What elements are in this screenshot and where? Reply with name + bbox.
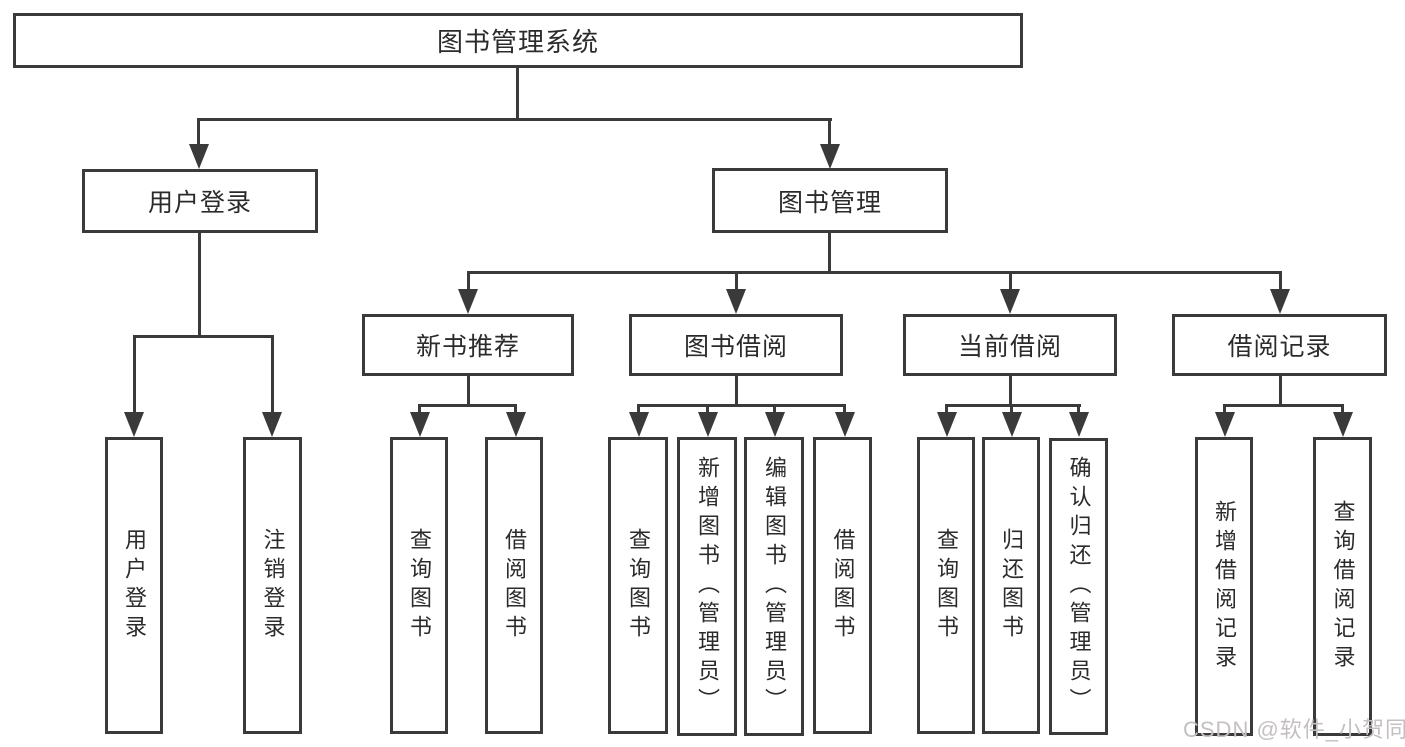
leaf-edit-books-admin: 编辑图书（管理员） (744, 437, 804, 736)
arrowhead-leaf-logout (262, 412, 282, 437)
node-borrowing-records: 借阅记录 (1172, 314, 1387, 376)
connector-level2-hline (467, 271, 1282, 274)
arrowhead-book-mgmt (820, 144, 840, 169)
connector-drop-confirm-return (1077, 404, 1080, 414)
connector-drop-borrow1 (514, 404, 517, 414)
leaf-borrow-books: 借阅图书 (813, 437, 872, 734)
connector-drop-new-book (467, 271, 470, 291)
connector-drop-current (1009, 271, 1012, 291)
arrowhead-edit-books (765, 412, 785, 437)
arrowhead-records (1270, 289, 1290, 314)
connector-borrow-stem (735, 376, 738, 406)
arrowhead-borrow (726, 289, 746, 314)
arrowhead-new-book (458, 289, 478, 314)
arrowhead-query2 (629, 412, 649, 437)
watermark: CSDN @软件_小贺同学 (1183, 717, 1405, 742)
arrowhead-user-login (189, 144, 209, 169)
connector-borrow-hline (637, 404, 846, 407)
connector-current-hline (945, 404, 1081, 407)
node-user-login: 用户登录 (82, 169, 318, 233)
node-current-borrowing: 当前借阅 (903, 314, 1117, 376)
connector-drop-query3 (945, 404, 948, 414)
connector-level1-hline (197, 118, 832, 121)
connector-drop-book-mgmt (828, 118, 831, 146)
connector-drop-query-record (1341, 404, 1344, 414)
node-book-management-system: 图书管理系统 (13, 13, 1023, 68)
leaf-query-books-recommend: 查询图书 (390, 437, 448, 734)
leaf-add-books-admin: 新增图书（管理员） (677, 437, 737, 736)
connector-book-mgmt-stem (828, 233, 831, 273)
arrowhead-add-record (1215, 412, 1235, 437)
connector-drop-borrow2 (843, 404, 846, 414)
leaf-return-books: 归还图书 (982, 437, 1040, 734)
arrowhead-confirm-return (1069, 412, 1089, 437)
leaf-add-borrow-record: 新增借阅记录 (1195, 437, 1253, 736)
connector-drop-records (1279, 271, 1282, 291)
leaf-query-borrow-record: 查询借阅记录 (1313, 437, 1372, 736)
connector-drop-borrow (735, 271, 738, 291)
arrowhead-return (1002, 412, 1022, 437)
arrowhead-leaf-login (124, 412, 144, 437)
connector-drop-add-record (1223, 404, 1226, 414)
connector-new-book-stem (467, 376, 470, 406)
arrowhead-borrow1 (506, 412, 526, 437)
connector-drop-leaf-login (133, 335, 136, 414)
leaf-query-books-current: 查询图书 (917, 437, 975, 734)
connector-drop-add-books (706, 404, 709, 414)
connector-user-login-stem (198, 233, 201, 338)
connector-records-hline (1223, 404, 1344, 407)
leaf-query-books-borrow: 查询图书 (608, 437, 668, 734)
connector-user-login-hline (133, 335, 274, 338)
connector-current-stem (1009, 376, 1012, 406)
connector-drop-query1 (418, 404, 421, 414)
node-book-borrowing: 图书借阅 (629, 314, 843, 376)
arrowhead-current (1000, 289, 1020, 314)
connector-drop-return (1010, 404, 1013, 414)
connector-drop-edit-books (773, 404, 776, 414)
leaf-logout: 注销登录 (243, 437, 302, 734)
arrowhead-query1 (410, 412, 430, 437)
arrowhead-borrow2 (835, 412, 855, 437)
connector-drop-leaf-logout (271, 335, 274, 414)
connector-new-book-hline (418, 404, 517, 407)
leaf-user-login: 用户登录 (105, 437, 163, 734)
leaf-borrow-books-recommend: 借阅图书 (485, 437, 543, 734)
node-new-book-recommendation: 新书推荐 (362, 314, 574, 376)
arrowhead-add-books (698, 412, 718, 437)
arrowhead-query3 (937, 412, 957, 437)
connector-drop-user-login (197, 118, 200, 146)
connector-records-stem (1279, 376, 1282, 406)
connector-root-stem (516, 68, 519, 120)
leaf-confirm-return-admin: 确认归还（管理员） (1049, 438, 1108, 735)
arrowhead-query-record (1333, 412, 1353, 437)
node-book-management: 图书管理 (712, 168, 948, 233)
connector-drop-query2 (637, 404, 640, 414)
